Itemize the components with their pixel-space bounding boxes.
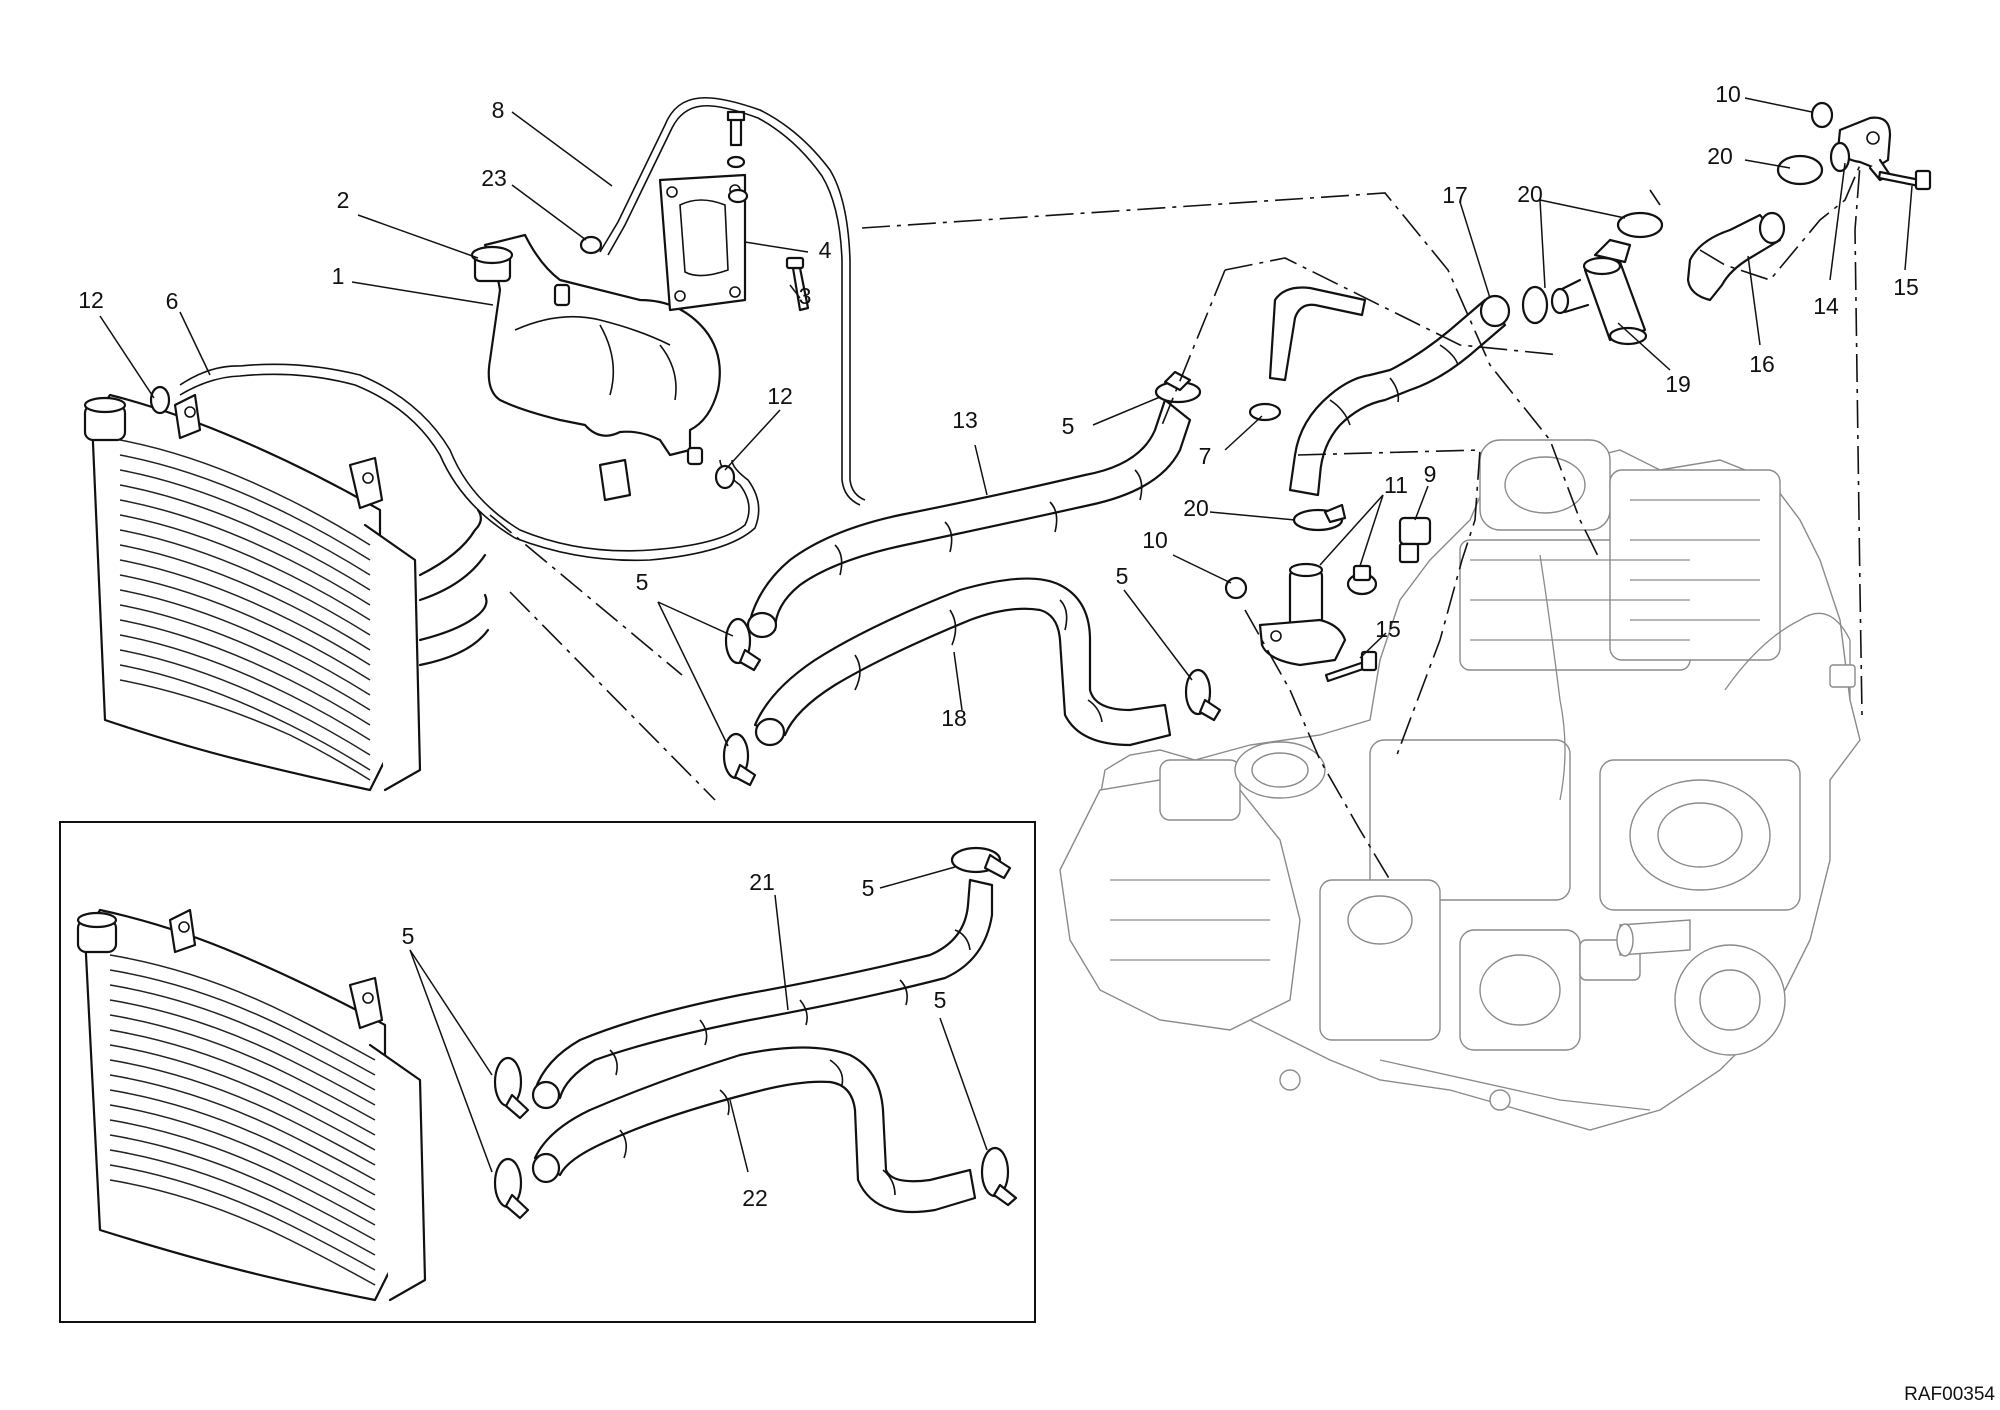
callout-13: 13 [952, 407, 978, 433]
callout-7: 7 [1199, 443, 1212, 469]
assembly-lines [489, 164, 1863, 881]
callout-10b: 10 [1142, 527, 1168, 553]
leader-lines [99, 97, 1913, 1173]
coolant-union-11 [1258, 562, 1347, 667]
callout-11: 11 [1384, 472, 1408, 498]
callout-5b: 5 [636, 569, 649, 595]
clamp-20-mid [1292, 503, 1347, 532]
callout-4: 4 [819, 237, 832, 263]
clamp-20-upper [1521, 285, 1549, 325]
callout-5a: 5 [1062, 413, 1075, 439]
engine-outline [1059, 439, 1861, 1131]
clamp-12-left [149, 385, 171, 415]
callout-20a: 20 [1517, 181, 1543, 207]
callout-8: 8 [492, 97, 505, 123]
radiator-fins [119, 439, 371, 781]
overflow-hose [599, 96, 866, 506]
clamp-5-upper [1154, 370, 1202, 404]
callout-17: 17 [1442, 182, 1468, 208]
callout-23: 23 [481, 165, 507, 191]
callout-20c: 20 [1183, 495, 1209, 521]
union-19 [1550, 238, 1648, 346]
callout-1: 1 [332, 263, 345, 289]
inset-hose-21 [531, 878, 994, 1110]
clamp-20-right [1776, 154, 1824, 186]
radiator-hose-13 [746, 398, 1192, 639]
callout-3: 3 [799, 283, 812, 309]
callout-21: 21 [749, 869, 775, 895]
clamp-10-mid [1224, 576, 1248, 600]
hose-17 [1268, 286, 1511, 497]
clamp-5-right [1184, 668, 1222, 722]
callout-19: 19 [1665, 371, 1691, 397]
bolt-screws [726, 110, 810, 312]
callout-12a: 12 [78, 287, 104, 313]
callout-5d: 5 [862, 875, 875, 901]
inset-hose-22 [531, 1046, 977, 1214]
callout-14: 14 [1813, 293, 1839, 319]
hose-clamps [149, 101, 1834, 787]
callout-15b: 15 [1375, 616, 1401, 642]
callout-2: 2 [337, 187, 350, 213]
sensor-11 [1346, 564, 1378, 596]
bolts-15 [1324, 169, 1932, 683]
tank-hose-6 [179, 363, 760, 562]
inset-frame [59, 821, 1036, 1323]
callout-labels: 1 2 3 4 5 5 5 5 5 5 6 7 8 9 10 10 11 12 … [78, 81, 1919, 1211]
radiator-hose-18 [753, 577, 1172, 747]
clamp-12-right [714, 464, 736, 490]
drawing-code: RAF00354 [1904, 1384, 1995, 1405]
callout-12b: 12 [767, 383, 793, 409]
outlet-fitting-14 [1829, 116, 1892, 182]
callout-5e: 5 [402, 923, 415, 949]
callout-16: 16 [1749, 351, 1775, 377]
clamp-20-top [1616, 211, 1664, 239]
clamp-5-left-upper [724, 617, 762, 672]
clamp-5-left-lower [722, 732, 757, 787]
inset-clamps [493, 846, 1018, 1220]
tank-bracket [658, 173, 747, 312]
callout-15a: 15 [1893, 274, 1919, 300]
inset-alternative-hoses [59, 821, 1036, 1323]
callout-6: 6 [166, 288, 179, 314]
callout-10a: 10 [1715, 81, 1741, 107]
callout-5c: 5 [1116, 563, 1129, 589]
callout-18: 18 [941, 705, 967, 731]
inset-radiator [76, 908, 427, 1302]
callout-5f: 5 [934, 987, 947, 1013]
clamp-7 [1248, 402, 1282, 422]
callout-22: 22 [742, 1185, 768, 1211]
clamp-23 [579, 235, 603, 255]
clamp-10-top [1810, 101, 1834, 129]
radiator [83, 393, 490, 792]
hose-16 [1686, 211, 1786, 302]
callout-20b: 20 [1707, 143, 1733, 169]
expansion-tank [470, 233, 721, 502]
callout-9: 9 [1424, 461, 1437, 487]
temperature-sender-9 [1398, 516, 1432, 564]
